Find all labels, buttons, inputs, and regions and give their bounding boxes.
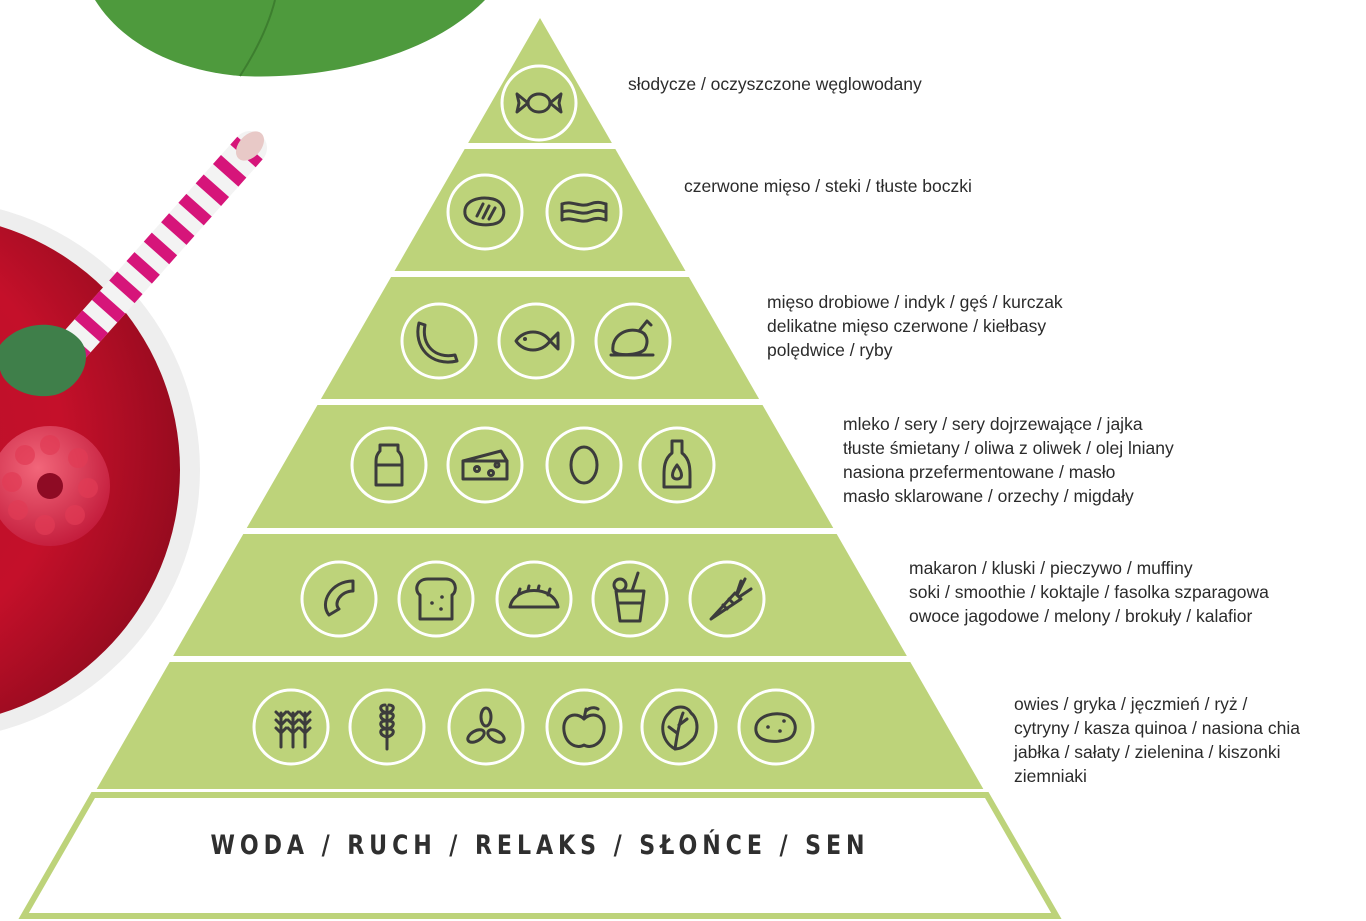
icon-circle-candy-icon xyxy=(500,64,578,142)
tier-6-label: owies / gryka / jęczmień / ryż / cytryny … xyxy=(1014,692,1300,788)
tier-5-label: makaron / kluski / pieczywo / muffiny sok… xyxy=(909,556,1269,628)
label-line: mięso drobiowe / indyk / gęś / kurczak xyxy=(767,292,1063,312)
bread-icon xyxy=(415,577,457,621)
fish-icon xyxy=(514,330,560,352)
dumpling-icon xyxy=(508,584,560,609)
wheat-icon xyxy=(274,710,312,749)
label-line: nasiona przefermentowane / masło xyxy=(843,462,1116,482)
egg-icon xyxy=(569,445,599,485)
icon-circle-potato-icon xyxy=(737,688,815,766)
base-label: WODA / RUCH / RELAKS / SŁOŃCE / SEN xyxy=(210,830,870,861)
label-line: owies / gryka / jęczmień / ryż / xyxy=(1014,694,1248,714)
label-line: polędwice / ryby xyxy=(767,340,893,360)
icon-circle-dumpling-icon xyxy=(495,560,573,638)
roast-chicken-icon xyxy=(609,319,655,357)
tier-1-label: słodycze / oczyszczone węglowodany xyxy=(628,72,922,96)
potato-icon xyxy=(754,712,797,743)
label-line: owoce jagodowe / melony / brokuły / kala… xyxy=(909,606,1253,626)
label-line: tłuste śmietany / oliwa z oliwek / olej … xyxy=(843,438,1174,458)
pyramid-base xyxy=(18,792,1062,919)
pyramid-tier-6 xyxy=(96,662,984,789)
leaf-top-decoration xyxy=(95,0,485,77)
apple-icon xyxy=(562,706,606,748)
straw-decoration xyxy=(53,131,267,367)
pyramid-tier-4 xyxy=(246,405,834,528)
icon-circle-cheese-icon xyxy=(446,426,524,504)
label-line: masło sklarowane / orzechy / migdały xyxy=(843,486,1134,506)
mint-leaf-decoration xyxy=(0,324,86,397)
icon-circle-fish-icon xyxy=(497,302,575,380)
lettuce-icon xyxy=(661,705,699,751)
icon-circle-juice-glass-icon xyxy=(591,560,669,638)
icon-circle-bread-icon xyxy=(397,560,475,638)
grain-stalk-icon xyxy=(379,703,395,751)
label-line: słodycze / oczyszczone węglowodany xyxy=(628,74,922,94)
pyramid-tier-2 xyxy=(394,149,686,271)
macaroni-icon xyxy=(323,579,355,617)
tier-2-label: czerwone mięso / steki / tłuste boczki xyxy=(684,174,972,198)
label-line: ziemniaki xyxy=(1014,766,1087,786)
seeds-icon xyxy=(466,706,506,744)
steak-icon xyxy=(463,196,506,227)
juice-glass-icon xyxy=(612,571,646,623)
candy-icon xyxy=(515,92,563,114)
sausage-icon xyxy=(416,321,459,364)
label-line: mleko / sery / sery dojrzewające / jajka xyxy=(843,414,1143,434)
carrot-icon xyxy=(709,577,753,621)
icon-circle-egg-icon xyxy=(545,426,623,504)
label-line: delikatne mięso czerwone / kiełbasy xyxy=(767,316,1047,336)
tier-3-label: mięso drobiowe / indyk / gęś / kurczak de… xyxy=(767,290,1063,362)
label-line: makaron / kluski / pieczywo / muffiny xyxy=(909,558,1193,578)
oil-bottle-icon xyxy=(662,439,692,489)
icon-circle-wheat-icon xyxy=(252,688,330,766)
icon-circle-carrot-icon xyxy=(688,560,766,638)
label-line: jabłka / sałaty / zielenina / kiszonki xyxy=(1014,742,1281,762)
milk-bottle-icon xyxy=(374,443,404,487)
icon-circle-roast-chicken-icon xyxy=(594,302,672,380)
label-line: czerwone mięso / steki / tłuste boczki xyxy=(684,176,972,196)
label-line: soki / smoothie / koktajle / fasolka szp… xyxy=(909,582,1269,602)
bacon-icon xyxy=(560,200,608,223)
label-line: cytryny / kasza quinoa / nasiona chia xyxy=(1014,718,1300,738)
icon-circle-sausage-icon xyxy=(400,302,478,380)
icon-circle-apple-icon xyxy=(545,688,623,766)
cheese-icon xyxy=(461,449,509,481)
tier-4-label: mleko / sery / sery dojrzewające / jajka… xyxy=(843,412,1174,508)
